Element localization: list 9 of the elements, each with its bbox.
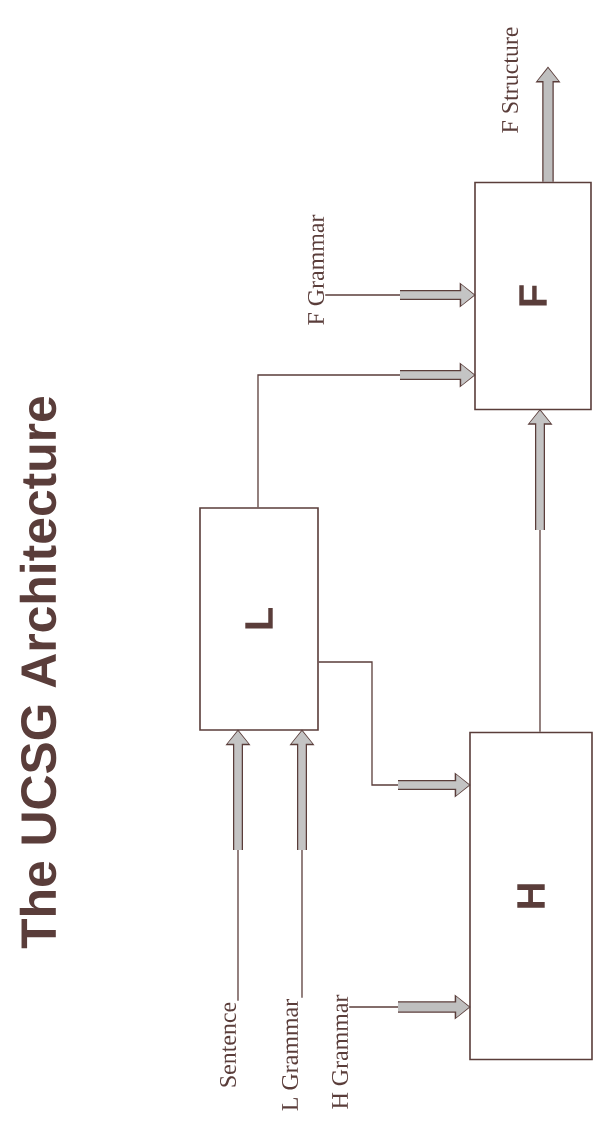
grammar-label: H Grammar <box>331 994 349 1109</box>
title: The UCSG Architecture <box>19 397 57 949</box>
module-box: H <box>469 731 593 1061</box>
grammar-label: F Grammar <box>307 214 325 325</box>
grammar-label: L Grammar <box>281 999 299 1111</box>
grammar-label: Sentence <box>219 1002 237 1087</box>
module-box: F <box>474 181 592 411</box>
edge-label: F Structure <box>501 27 519 133</box>
module-box: L <box>199 507 319 731</box>
